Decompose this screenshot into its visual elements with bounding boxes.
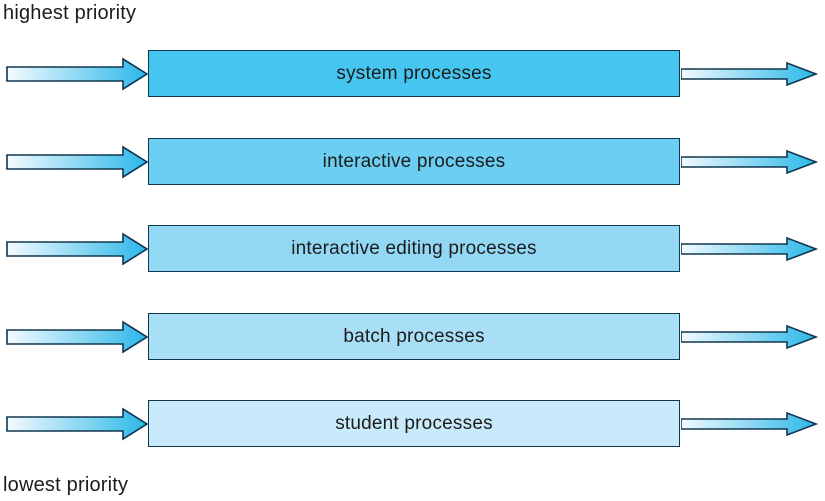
incoming-arrow-shape	[6, 57, 149, 91]
outgoing-arrow-icon	[681, 411, 819, 437]
queue-box-interactive-editing: interactive editing processes	[148, 225, 680, 272]
queue-box-batch: batch processes	[148, 313, 680, 360]
outgoing-arrow-icon	[681, 236, 819, 262]
incoming-arrow-icon	[6, 232, 149, 266]
outgoing-arrow-shape	[681, 149, 819, 175]
queue-row-system: system processes	[0, 50, 825, 97]
queue-row-student: student processes	[0, 400, 825, 447]
queue-row-interactive: interactive processes	[0, 138, 825, 185]
outgoing-arrow-shape	[681, 324, 819, 350]
incoming-arrow-shape	[6, 407, 149, 441]
queue-row-interactive-editing: interactive editing processes	[0, 225, 825, 272]
incoming-arrow-icon	[6, 145, 149, 179]
outgoing-arrow-icon	[681, 61, 819, 87]
lowest-priority-label: lowest priority	[3, 474, 129, 496]
queue-row-batch: batch processes	[0, 313, 825, 360]
incoming-arrow-shape	[6, 320, 149, 354]
outgoing-arrow-shape	[681, 236, 819, 262]
highest-priority-label: highest priority	[3, 2, 137, 24]
incoming-arrow-shape	[6, 232, 149, 266]
outgoing-arrow-shape	[681, 61, 819, 87]
incoming-arrow-icon	[6, 320, 149, 354]
queue-box-student: student processes	[148, 400, 680, 447]
queue-label: system processes	[336, 62, 492, 84]
queue-box-interactive: interactive processes	[148, 138, 680, 185]
queue-box-system: system processes	[148, 50, 680, 97]
queue-label: student processes	[335, 412, 493, 434]
queue-label: interactive processes	[322, 150, 506, 172]
outgoing-arrow-icon	[681, 149, 819, 175]
outgoing-arrow-shape	[681, 411, 819, 437]
queue-label: batch processes	[343, 325, 485, 347]
incoming-arrow-icon	[6, 407, 149, 441]
queue-label: interactive editing processes	[291, 237, 537, 259]
incoming-arrow-icon	[6, 57, 149, 91]
outgoing-arrow-icon	[681, 324, 819, 350]
incoming-arrow-shape	[6, 145, 149, 179]
